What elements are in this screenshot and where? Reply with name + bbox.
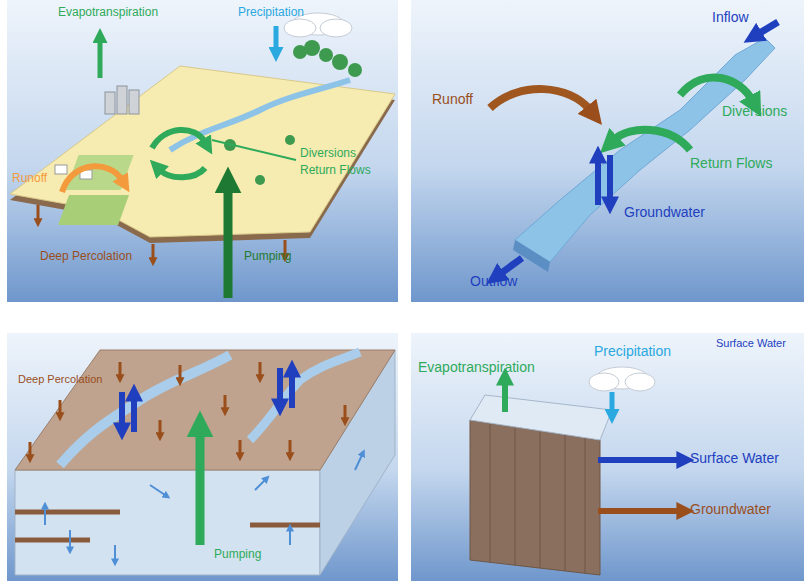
flow-label: Diversions [300,147,356,160]
flow-label: Evapotranspiration [58,6,158,19]
water-column-panel [470,367,680,575]
flow-label: Return Flows [300,164,371,177]
flow-label: Pumping [244,250,291,263]
flow-label: Runoff [432,92,473,107]
flow-label: Surface Water [690,451,779,466]
flow-label: Groundwater [690,502,771,517]
land-surface-panel [10,13,395,298]
stream-panel [490,22,778,274]
flow-label: Deep Percolation [40,250,132,263]
flow-label: Diversions [722,104,787,119]
flow-label: Pumping [214,548,261,561]
panel-backgrounds [7,0,804,581]
aquifer-panel [15,350,395,575]
flow-label: Outflow [470,274,517,289]
flow-label: Deep Percolation [18,373,102,385]
flow-label: Return Flows [690,156,772,171]
flow-label: Precipitation [594,344,671,359]
flow-label: Surface Water [716,337,786,349]
flow-label: Inflow [712,10,749,25]
flow-label: Precipitation [238,6,304,19]
flow-label: Runoff [12,172,47,185]
flow-label: Groundwater [624,205,705,220]
flow-label: Evapotranspiration [418,360,535,375]
